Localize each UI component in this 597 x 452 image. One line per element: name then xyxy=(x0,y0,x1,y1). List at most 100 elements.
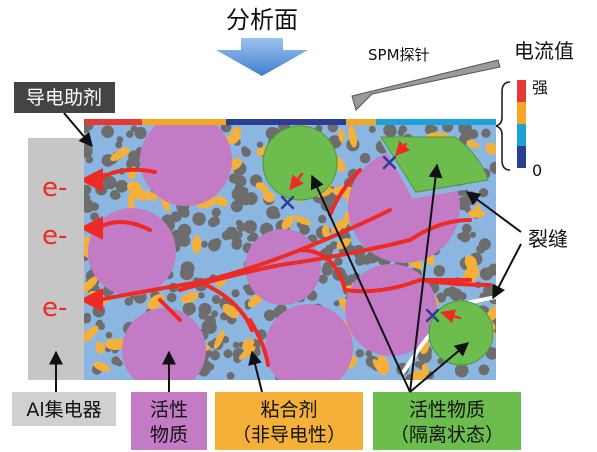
analysis-arrow xyxy=(216,38,308,76)
active-particle xyxy=(265,304,353,380)
carbon-particle xyxy=(431,125,438,133)
carbon-particle xyxy=(436,292,447,303)
active-particle xyxy=(140,125,232,206)
carbon-particle xyxy=(398,125,407,134)
scale-high-label: 强 xyxy=(532,78,548,97)
carbon-particle xyxy=(235,231,243,239)
carbon-particle xyxy=(263,309,276,321)
binder-particle xyxy=(147,293,164,310)
binder-particle xyxy=(338,128,345,143)
carbon-particle xyxy=(383,125,397,137)
carbon-particle xyxy=(460,231,470,242)
carbon-particle xyxy=(461,223,472,234)
binder-particle xyxy=(84,325,99,344)
carbon-particle xyxy=(170,211,182,223)
isolated-label-line2: （隔离状态） xyxy=(390,424,504,446)
carbon-particle xyxy=(220,312,229,321)
binder-particle xyxy=(281,215,294,230)
carbon-particle xyxy=(84,314,91,324)
carbon-particle xyxy=(244,192,258,206)
scale-low-label: 0 xyxy=(532,161,542,180)
active-particle xyxy=(122,308,206,380)
carbon-particle xyxy=(483,284,495,296)
carbon-particle xyxy=(347,274,356,284)
scale-orange xyxy=(517,102,526,124)
binder-particle xyxy=(95,341,105,354)
electron-label: e- xyxy=(42,173,67,203)
carbon-particle xyxy=(229,173,240,184)
spm-probe-label: SPM探针 xyxy=(368,46,430,64)
binder-particle xyxy=(485,142,496,155)
binder-particle xyxy=(331,219,346,233)
additive-pointer xyxy=(63,112,93,148)
scale-red xyxy=(517,80,526,102)
carbon-particle xyxy=(200,240,208,248)
analysis-surface-label: 分析面 xyxy=(226,6,298,34)
collector-label: Al集电器 xyxy=(26,399,101,421)
carbon-particle xyxy=(109,189,120,200)
crack-pointer xyxy=(465,191,522,233)
binder-particle xyxy=(242,338,255,350)
carbon-particle xyxy=(256,141,264,148)
binder-particle xyxy=(262,190,275,203)
carbon-particle xyxy=(225,226,238,240)
binder-particle xyxy=(180,292,199,304)
binder-particle xyxy=(348,125,358,148)
binder-particle xyxy=(229,126,242,144)
carbon-particle xyxy=(333,300,340,307)
carbon-particle xyxy=(469,231,477,238)
binder-particle xyxy=(473,204,481,217)
scale-cyan xyxy=(517,124,526,146)
surface-bar-navy xyxy=(226,119,346,125)
carbon-particle xyxy=(116,136,124,143)
carbon-particle xyxy=(134,126,147,140)
binder-label-box xyxy=(215,392,363,450)
surface-bar-orange xyxy=(142,119,226,125)
carbon-particle xyxy=(299,224,311,235)
carbon-particle xyxy=(368,125,376,133)
current-title: 电流值 xyxy=(514,39,574,63)
carbon-particle xyxy=(90,212,99,222)
carbon-particle xyxy=(183,302,196,315)
carbon-particle xyxy=(235,219,243,227)
carbon-particle xyxy=(84,125,90,134)
binder-particle xyxy=(255,182,269,192)
electron-label: e- xyxy=(42,221,67,251)
carbon-particle xyxy=(447,286,458,296)
crack-pointer xyxy=(492,243,522,300)
isolated-particle xyxy=(262,125,338,201)
scale-navy xyxy=(517,146,526,168)
carbon-particle xyxy=(115,141,123,149)
binder-particle xyxy=(377,355,390,374)
probe-current-arrows xyxy=(289,140,462,324)
active-label-line2: 物质 xyxy=(150,424,188,446)
crack-label: 裂缝 xyxy=(528,227,568,251)
isolated-pointers xyxy=(310,163,470,393)
carbon-particle xyxy=(201,320,214,333)
probe-contact-markers xyxy=(280,155,440,323)
carbon-particle xyxy=(208,217,218,228)
carbon-particle xyxy=(481,128,491,138)
electron-arrows xyxy=(84,168,104,312)
carbon-particle xyxy=(92,304,106,318)
carbon-particle xyxy=(433,265,446,277)
carbon-particle xyxy=(241,147,251,157)
carbon-particle xyxy=(211,310,219,318)
carbon-particle xyxy=(126,130,134,138)
binder-particle xyxy=(485,304,496,322)
binder-particle xyxy=(466,140,480,149)
carbon-particle xyxy=(359,152,371,164)
active-label-box xyxy=(131,392,207,450)
carbon-particle xyxy=(212,294,220,302)
surface-bar-orange2 xyxy=(346,119,376,125)
carbon-particle xyxy=(243,220,257,234)
carbon-particle xyxy=(318,214,327,224)
spm-probe-icon xyxy=(351,59,501,111)
carbon-particle xyxy=(248,232,259,242)
binder-particle xyxy=(213,330,225,350)
binder-particle xyxy=(110,147,130,162)
active-label-line1: 活性 xyxy=(150,399,188,421)
binder-particle xyxy=(464,255,478,270)
